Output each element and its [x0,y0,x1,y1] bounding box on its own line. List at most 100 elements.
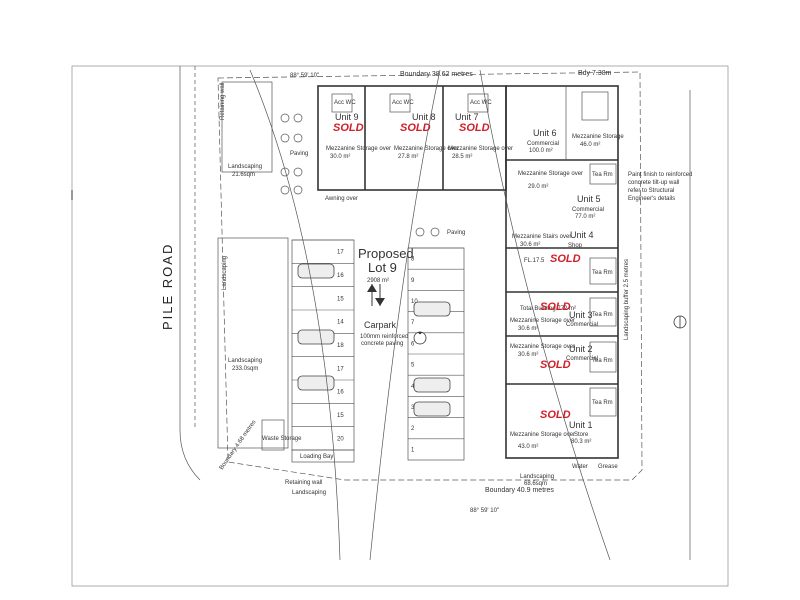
unit-9-sold: SOLD [333,122,364,134]
unit-3-name: Unit 3 [569,310,593,320]
wall-note-4: Engineer's details [628,196,675,202]
unit-2-mezz: Mezzanine Storage over [510,344,575,350]
parking-bay-number: 15 [337,296,344,302]
landscaping-top-label: Landscaping [228,164,262,170]
boundary-top-label: Boundary 38.62 metres [400,71,473,78]
boundary-bottom-label: Boundary 40.9 metres [485,487,554,494]
unit-4-name: Unit 4 [570,230,594,240]
parking-bay-number: 17 [337,250,344,256]
paving-top-label: Paving [290,151,308,157]
unit-2-sold: SOLD [540,359,571,371]
landscaping-bottom2-size: 68.6sqm [524,481,547,487]
unit-3-use: Commercial [566,322,598,328]
unit-8-sold: SOLD [400,122,431,134]
boundary-top-bearing: 88° 59' 10" [290,73,319,79]
acc-wc-room [331,93,353,113]
landscaping-top-size: 21.6sqm [232,172,255,178]
parking-bay-number: 4 [411,384,415,390]
landscaping-left-area [217,237,289,449]
parking-bay-number: 3 [411,405,415,411]
acc-wc-room [467,93,489,113]
unit-5-use: Commercial [572,207,604,213]
parking-bay-number: 5 [411,363,415,369]
unit-9-name: Unit 9 [335,112,359,122]
unit-8-mezz: Mezzanine Storage over [394,146,459,152]
parking-bay-number: 17 [337,366,344,372]
unit-3-mezz: Mezzanine Storage over [510,318,575,324]
survey-line [249,69,341,561]
parking-bay-number: 9 [411,278,415,284]
carpark-label: Carpark [364,320,397,330]
acc-wc-label: Acc WC [334,100,356,106]
survey-line [369,69,441,561]
parking-bay-number: 16 [337,390,344,396]
parking-bay-number: 14 [337,320,344,326]
amenity-boxes [581,91,617,417]
unit-4-use: Shop [568,243,583,249]
waste-storage [261,419,285,451]
parking-bay-number: 18 [337,343,344,349]
unit-8-area: 27.8 m² [398,154,418,160]
unit-8-name: Unit 8 [412,112,436,122]
unit-1-mezz: Mezzanine Storage over [510,432,575,438]
parking-bay-number: 15 [337,413,344,419]
parked-cars [297,263,451,417]
tea-room-label: Tea Rm [592,358,613,364]
acc-wc-label: Acc WC [470,100,492,106]
unit-2-mezz-area: 30.6 m² [518,352,538,358]
unit-3-mezz-area: 30.6 m² [518,326,538,332]
unit-7-mezz: Mezzanine Storage over [448,146,513,152]
unit-6-name: Unit 6 [533,128,557,138]
unit-9-area: 30.0 m² [330,154,350,160]
unit-3-sold: SOLD [540,301,571,313]
tea-room-label: Tea Rm [592,172,613,178]
unit-7-name: Unit 7 [455,112,479,122]
unit-5-mezz-area: 29.0 m² [528,184,548,190]
parking-bay-number: 6 [411,341,415,347]
unit-1-mezz-area: 43.0 m² [518,444,538,450]
unit-1-area: 80.3 m² [571,439,591,445]
road-curb-line [179,66,201,481]
boundary-top-right-label: Bdy 7.38m [578,70,612,77]
unit-7-sold: SOLD [459,122,490,134]
parking-bay-number: 20 [337,436,344,442]
landscaping-top-area [221,81,273,173]
lot-area: 2908 m² [367,278,389,284]
parking-bay-number: 8 [411,257,415,263]
tea-room-label: Tea Rm [592,400,613,406]
awning-over-label: Awning over [325,196,358,202]
unit-6-mezz: Mezzanine Storage [572,134,624,140]
unit-4-sold: SOLD [550,253,581,265]
wall-note-3: refer to Structural [628,188,674,194]
unit-4-mezz-area: 30.6 m² [520,242,540,248]
landscaping-left-label: Landscaping [228,358,262,364]
unit-2-name: Unit 2 [569,344,593,354]
unit-6-use: Commercial [527,141,559,147]
total-building-label: Total Building 772 m² [520,306,576,312]
parking-bay-number: 10 [411,299,418,305]
landscaping-left-size: 233.0sqm [232,366,258,372]
parking-bay-number: 7 [411,320,415,326]
wall-note-1: Paint finish to reinforced [628,172,692,178]
waste-storage-label: Waste Storage [262,436,302,442]
floor-level-label: FL.17.5 [524,258,545,264]
retaining-wall-bottom-label: Retaining wall [285,480,322,486]
unit-1-sold: SOLD [540,409,571,421]
water-label: Water [572,464,588,470]
tea-room-label: Tea Rm [592,270,613,276]
traffic-arrows [367,284,385,306]
unit-7-area: 28.5 m² [452,154,472,160]
loading-bay [291,449,355,463]
tea-room-label: Tea Rm [592,312,613,318]
retaining-wall-top-label: Retaining wall [220,83,226,120]
unit-6-mezz-area: 46.0 m² [580,142,600,148]
outdoor-seating-top [280,113,440,237]
survey-line [479,69,611,561]
unit-5-area: 77.0 m² [575,214,595,220]
landscaping-strip-label: Landscaping [222,256,228,290]
boundary-right-note: Landscaping buffer 2.5 metres [624,259,630,340]
lot-title-line1: Proposed [358,246,414,261]
paving-mid-label: Paving [447,230,465,236]
unit-5-mezz: Mezzanine Storage over [518,171,583,177]
